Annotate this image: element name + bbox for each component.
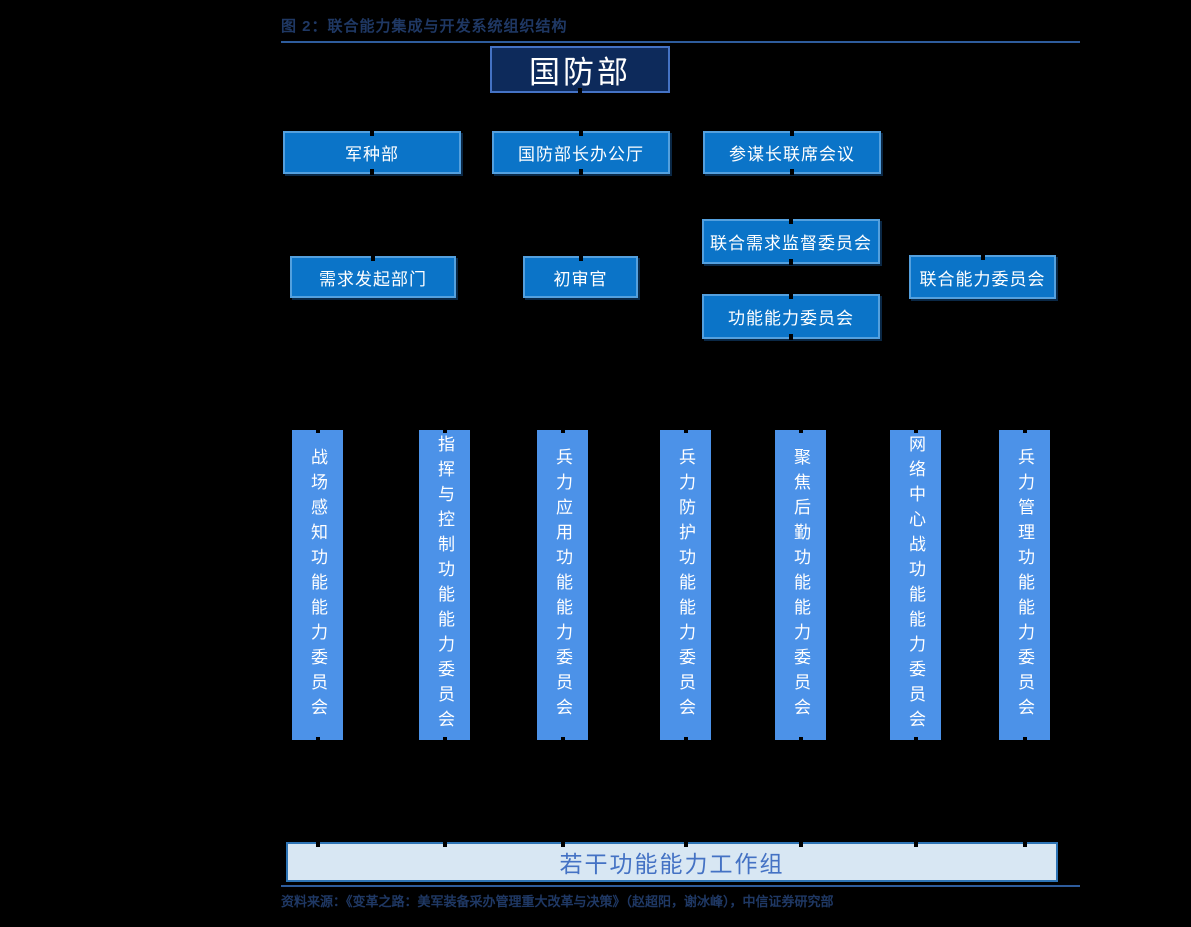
org-box-fcb-force-management: 兵力管理功能能力委员会: [999, 430, 1050, 740]
connector-tick: [799, 841, 803, 847]
connector-tick: [684, 841, 688, 847]
title-rule: [281, 41, 1080, 43]
org-box-joint-chiefs-of-staff: 参谋长联席会议: [703, 131, 881, 174]
org-box-functional-capabilities-board: 功能能力委员会: [702, 294, 880, 339]
connector-tick: [1023, 841, 1027, 847]
working-groups-label: 若干功能能力工作组: [559, 852, 785, 877]
org-box-secretary-of-defense-office: 国防部长办公厅: [492, 131, 670, 174]
org-box-requirement-originator: 需求发起部门: [290, 256, 456, 298]
source-note: 资料来源：《变革之路：美军装备采办管理重大改革与决策》（赵超阳，谢冰峰），中信证…: [281, 894, 834, 909]
org-box-gatekeeper: 初审官: [523, 256, 638, 298]
org-box-jroc: 联合需求监督委员会: [702, 219, 880, 264]
org-box-military-services: 军种部: [283, 131, 461, 174]
figure-title: 图 2：联合能力集成与开发系统组织结构: [281, 18, 568, 35]
org-box-fcb-force-application: 兵力应用功能能力委员会: [537, 430, 588, 740]
connector-tick: [914, 841, 918, 847]
org-box-working-groups: 若干功能能力工作组: [286, 841, 1058, 882]
org-box-fcb-battlespace-awareness: 战场感知功能能力委员会: [292, 430, 343, 740]
org-box-fcb-command-and-control: 指挥与控制功能能力委员会: [419, 430, 470, 740]
connector-tick: [443, 841, 447, 847]
org-box-fcb-net-centric-warfare: 网络中心战功能能力委员会: [890, 430, 941, 740]
org-box-fcb-force-protection: 兵力防护功能能力委员会: [660, 430, 711, 740]
footer-rule: [281, 885, 1080, 887]
org-box-fcb-focused-logistics: 聚焦后勤功能能力委员会: [775, 430, 826, 740]
connector-tick: [316, 841, 320, 847]
connector-tick: [561, 841, 565, 847]
org-box-joint-capabilities-board: 联合能力委员会: [909, 255, 1056, 299]
org-box-ministry-of-defense: 国防部: [490, 46, 670, 93]
